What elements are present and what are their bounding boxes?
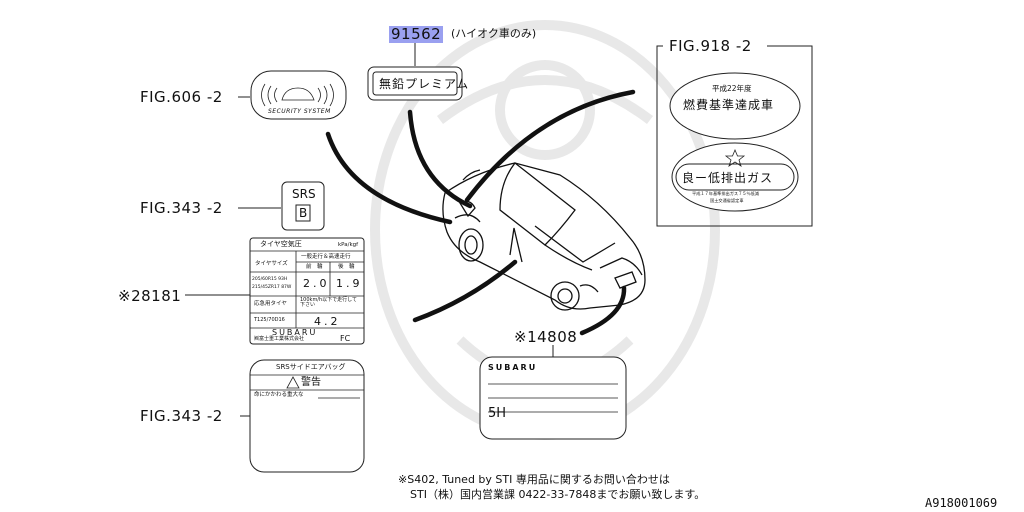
- info-label-brand: SUBARU: [488, 363, 538, 372]
- tire-rear-value: 1.9: [336, 277, 363, 290]
- tire-emergency-size: T125/70D16: [254, 317, 285, 323]
- tire-brand: SUBARU: [272, 328, 318, 337]
- diagram-id: A918001069: [925, 496, 998, 510]
- tire-size-header: タイヤサイズ: [255, 261, 288, 267]
- tire-emergency-note: 100km/h以下で走行して下さい: [300, 297, 358, 308]
- tire-maker: ㈱富士重工業株式会社: [254, 336, 305, 342]
- low-emission-text: 良ー低排出ガス: [682, 171, 774, 185]
- footer-line-2: STI（株）国内営業課 0422-33-7848までお願い致します。: [410, 488, 706, 501]
- car-illustration: [442, 162, 646, 311]
- tire-code: FC: [340, 334, 351, 343]
- callout-91562-note: (ハイオク車のみ): [451, 27, 537, 40]
- eco-fuel-text: 燃費基準達成車: [683, 98, 775, 112]
- srs-label-bottom: B: [299, 206, 308, 220]
- callout-28181: ※28181: [118, 287, 182, 305]
- airbag-text: 命にかかわる重大な: [254, 392, 304, 398]
- airbag-warning: 警告: [301, 377, 321, 388]
- callout-91562: 91562: [389, 25, 444, 43]
- tire-unit: kPa/kgf: [338, 242, 359, 248]
- tire-front-value: 2.0: [303, 277, 330, 290]
- srs-label-top: SRS: [292, 187, 316, 201]
- tire-spec-2: 215/45ZR17 87W: [252, 285, 292, 290]
- security-system-label: SECURITY SYSTEM: [268, 108, 331, 115]
- leader-lines: [185, 42, 813, 417]
- tire-speed-header: 一般走行＆高速走行: [301, 254, 351, 260]
- label-details: [250, 83, 746, 413]
- callout-fig-606: FIG.606 -2: [140, 88, 223, 106]
- tire-spec-1: 205/60R15 93H: [252, 277, 288, 282]
- low-emission-small-1: 平成１７年基準排出ガス７５％低減: [692, 191, 760, 196]
- callout-fig-918: FIG.918 -2: [669, 37, 752, 55]
- pointer-curves: [325, 89, 636, 336]
- tire-rear-header: 後 輪: [338, 264, 355, 270]
- eco-year: 平成22年度: [712, 84, 752, 93]
- info-label-code: 5H: [488, 406, 507, 421]
- tire-emergency-label: 応急用タイヤ: [254, 301, 287, 307]
- label-outlines: [249, 66, 801, 473]
- tire-front-header: 前 輪: [306, 264, 323, 270]
- callout-fig-343-bottom: FIG.343 -2: [140, 407, 223, 425]
- footer-line-1: ※S402, Tuned by STI 専用品に関するお問い合わせは: [398, 473, 670, 486]
- low-emission-small-2: 国土交通省認定車: [710, 198, 744, 203]
- tire-emergency-value: 4.2: [314, 315, 341, 328]
- callout-14808: ※14808: [514, 328, 578, 346]
- premium-fuel-label: 無鉛プレミアム: [379, 77, 470, 91]
- tire-title: タイヤ空気圧: [260, 240, 302, 248]
- callout-fig-343-top: FIG.343 -2: [140, 199, 223, 217]
- airbag-title: SRSサイドエアバッグ: [276, 363, 346, 371]
